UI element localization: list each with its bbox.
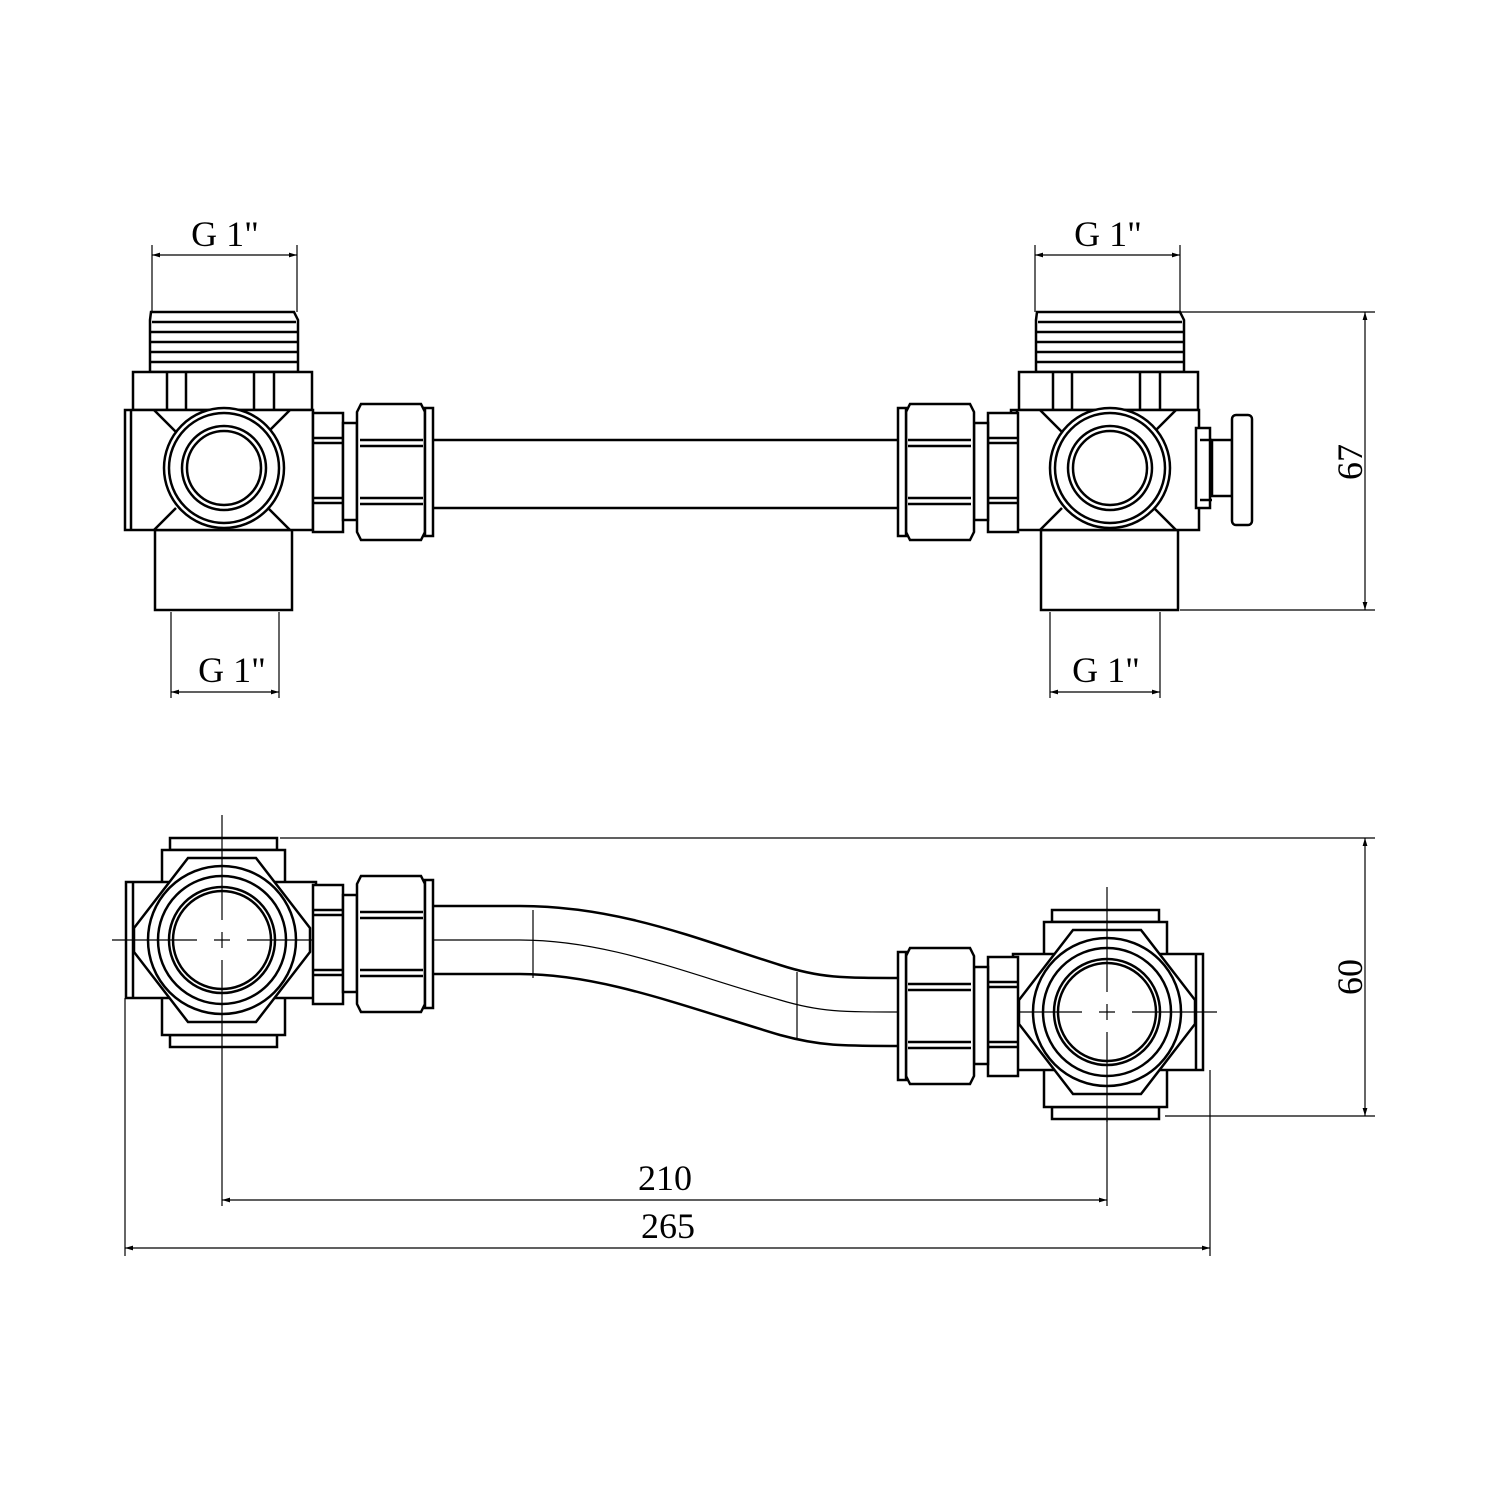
dim-right-top-thread: G 1" [1034,214,1181,312]
dim-label-left-bottom-thread: G 1" [198,650,266,690]
dim-label-center-distance: 210 [638,1158,692,1198]
plan-view-s-pipe [433,904,906,1048]
dim-label-right-top-thread: G 1" [1074,214,1142,254]
dim-left-top-thread: G 1" [151,214,298,312]
dim-label-depth: 60 [1330,959,1370,995]
dim-depth: 60 [280,837,1375,1117]
front-view-pipe [433,438,905,510]
plan-view-left-valve [110,813,435,1052]
front-view-left-valve [123,310,435,612]
dim-height: 67 [1180,311,1375,611]
dim-label-height: 67 [1330,444,1370,480]
dim-label-overall-length: 265 [641,1206,695,1246]
front-view-right-valve [896,310,1254,612]
dim-label-right-bottom-thread: G 1" [1072,650,1140,690]
dim-label-left-top-thread: G 1" [191,214,259,254]
dim-left-bottom-thread: G 1" [170,612,280,698]
dim-overall-length: 265 [124,998,1211,1256]
dim-right-bottom-thread: G 1" [1049,612,1161,698]
dim-center-distance: 210 [221,1050,1108,1206]
plan-view-right-valve [896,885,1219,1124]
